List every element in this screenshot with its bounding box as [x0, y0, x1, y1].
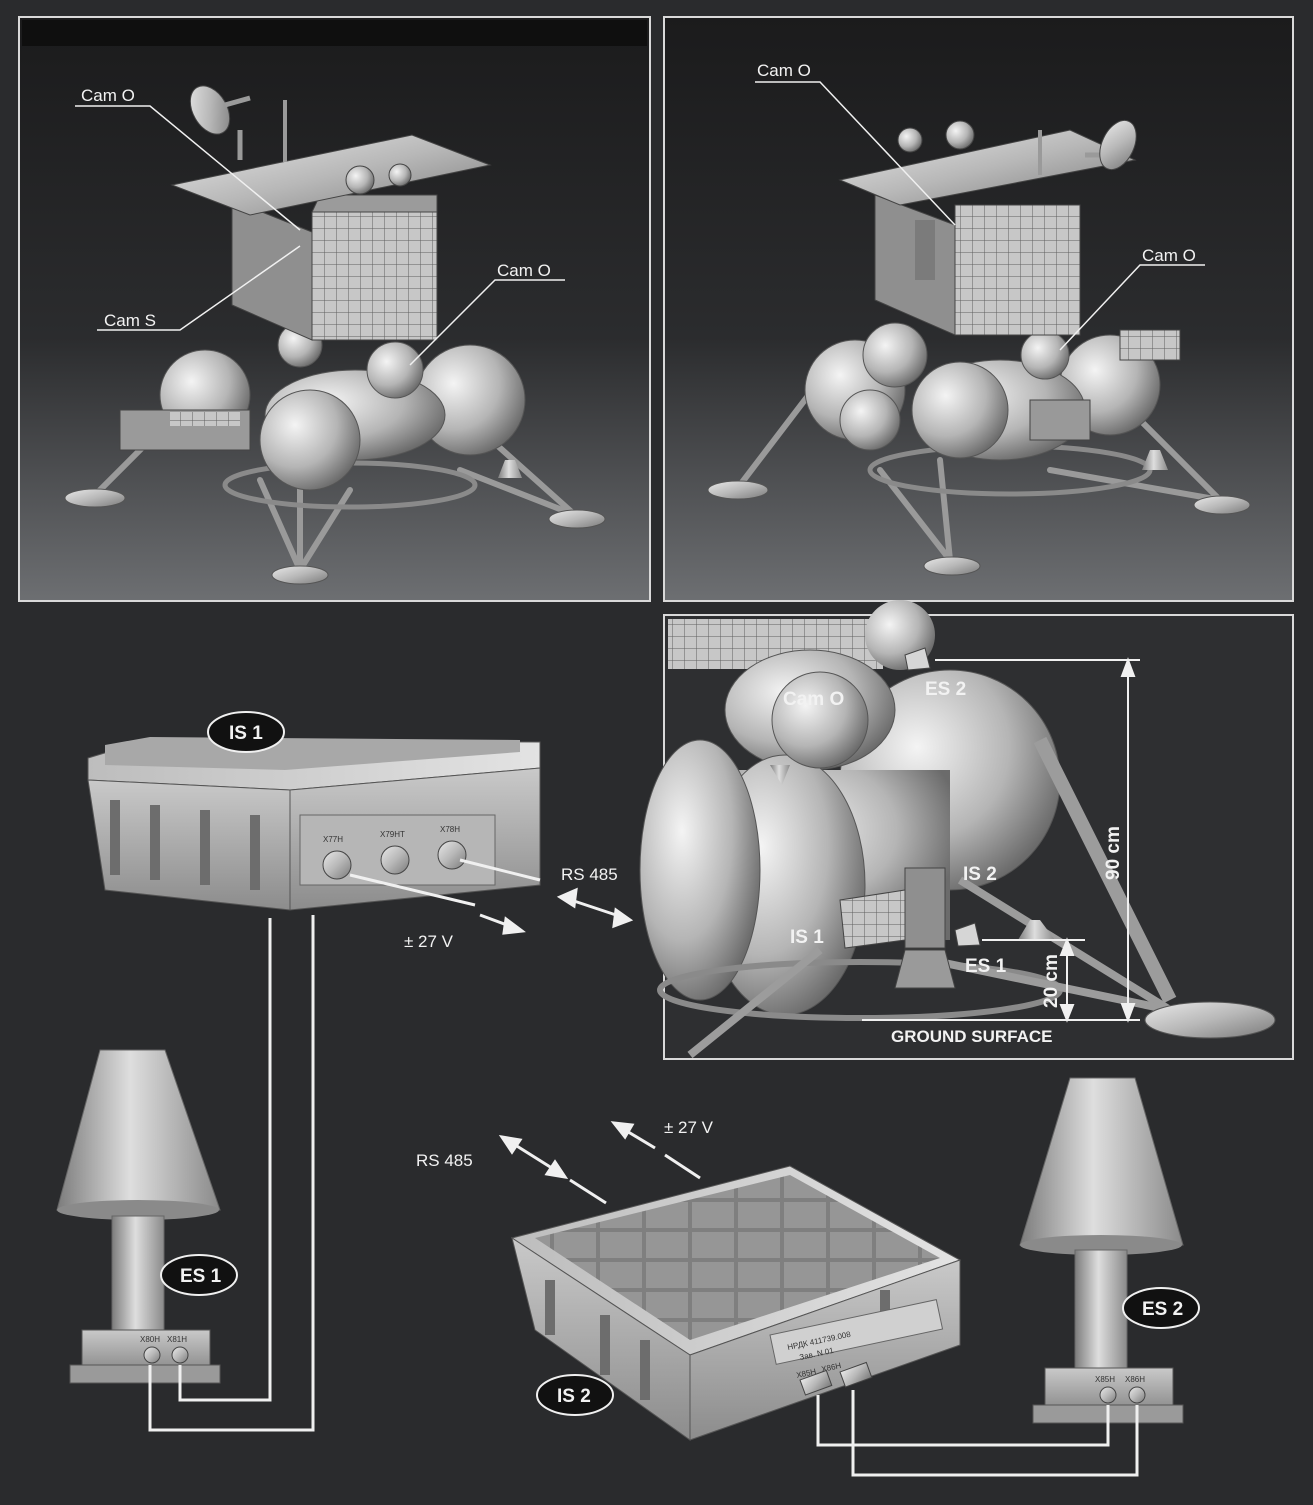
is1-connector-x77h: X77H	[323, 835, 343, 844]
es2-title: ES 2	[1142, 1299, 1183, 1320]
label-cam-o-2: Cam O	[497, 261, 551, 280]
es1-unit: X80H X81H ES 1	[56, 1049, 238, 1384]
label-detail-cam-o: Cam O	[783, 689, 844, 710]
panel-sensor-placement: Cam O ES 2 IS 2 IS 1 ES 1 90 cm 20 cm GR…	[639, 600, 1294, 1060]
es2-cables	[816, 1390, 1139, 1477]
label-cam-s: Cam S	[104, 311, 156, 330]
lander-illustration-rear	[707, 119, 1251, 576]
es2-connector-x85h: X85H	[1095, 1375, 1115, 1384]
label-detail-is2: IS 2	[963, 864, 997, 885]
panel-lander-rear: Cam O Cam O	[663, 16, 1294, 602]
is1-cables	[349, 858, 634, 935]
is2-cables	[498, 1121, 701, 1205]
es2-connector-x86h: X86H	[1125, 1375, 1145, 1384]
es1-title: ES 1	[180, 1266, 222, 1287]
es1-connector-x81h: X81H	[167, 1335, 187, 1344]
label-cam-o-1: Cam O	[81, 86, 135, 105]
label-detail-is1: IS 1	[790, 927, 824, 948]
label-height-20cm: 20 cm	[1041, 954, 1062, 1008]
label-detail-es2: ES 2	[925, 679, 966, 700]
is2-unit: НРДК 411739.008 Зав. N 01 X85H X86H IS 2	[510, 1165, 962, 1441]
is2-rs485: RS 485	[416, 1151, 473, 1170]
lander-detail-illustration	[639, 600, 1276, 1059]
es1-cables	[148, 915, 315, 1432]
is1-connector-x79ht: X79HT	[380, 830, 405, 839]
is2-title: IS 2	[557, 1386, 591, 1407]
is1-title: IS 1	[229, 723, 263, 744]
es1-connector-x80h: X80H	[140, 1335, 160, 1344]
label-ground-surface: GROUND SURFACE	[891, 1027, 1053, 1046]
label-detail-es1: ES 1	[965, 956, 1007, 977]
is1-power: ± 27 V	[404, 932, 454, 951]
es2-unit: X85H X86H ES 2	[1019, 1077, 1200, 1424]
label-cam-o-4: Cam O	[1142, 246, 1196, 265]
lander-illustration	[64, 85, 606, 585]
is2-power: ± 27 V	[664, 1118, 714, 1137]
is1-rs485: RS 485	[561, 865, 618, 884]
panel-lander-front: Cam O Cam S Cam O	[18, 16, 651, 602]
dimension-lines	[862, 657, 1140, 1023]
is1-connector-x78h: X78H	[440, 825, 460, 834]
label-cam-o-3: Cam O	[757, 61, 811, 80]
label-height-90cm: 90 cm	[1103, 826, 1124, 880]
is1-unit: X77H X79HT X78H IS 1	[87, 711, 541, 911]
